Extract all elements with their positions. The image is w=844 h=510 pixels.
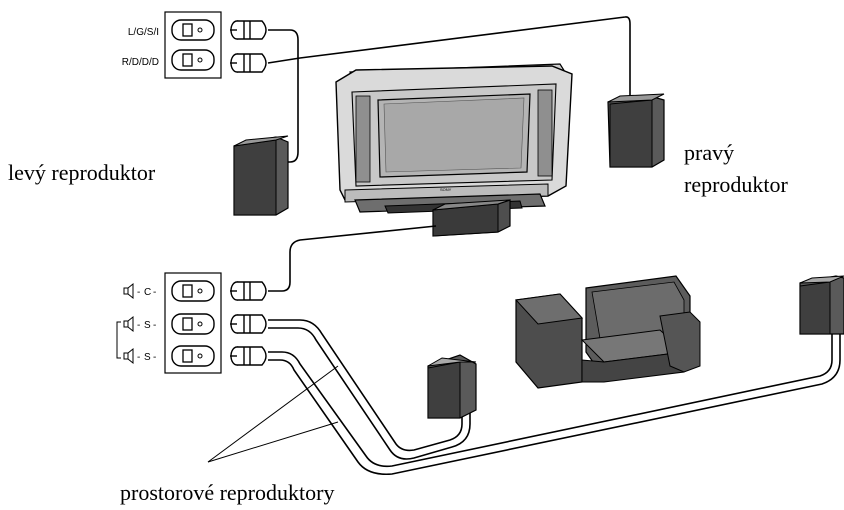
right-speaker-label-line2: reproduktor <box>684 172 789 197</box>
bottom-cables <box>268 225 841 476</box>
left-speaker <box>233 135 289 216</box>
plug-surround-2 <box>230 346 267 366</box>
jack-right <box>171 49 215 71</box>
jack-label-right: R/D/D/D <box>122 57 159 68</box>
surround-speakers-label: prostorové reproduktory <box>120 480 334 505</box>
right-speaker-label-line1: pravý <box>684 140 734 165</box>
pointer-lines <box>207 365 339 463</box>
surround-speaker-2 <box>799 275 844 335</box>
dash-label: - <box>137 287 140 298</box>
dash-label: - <box>137 352 140 363</box>
jack-surround-2 <box>171 345 215 367</box>
dash-label: - <box>153 320 156 331</box>
top-cables <box>267 16 631 163</box>
tv: SONY <box>335 63 573 214</box>
plug-surround-1 <box>230 314 267 334</box>
plug-left <box>230 20 267 40</box>
dash-label: - <box>153 287 156 298</box>
speaker-icon <box>123 347 134 365</box>
left-speaker-label: levý reproduktor <box>8 160 156 185</box>
jack-left <box>171 19 215 41</box>
plug-right <box>230 53 267 73</box>
jack-label-left: L/G/S/I <box>128 27 159 38</box>
top-jack-panel: L/G/S/I R/D/D/D <box>122 11 222 79</box>
jack-center <box>171 280 215 302</box>
jack-surround-1 <box>171 313 215 335</box>
surround-speaker-1 <box>427 354 477 419</box>
plug-center <box>230 281 267 301</box>
bottom-jack-labels: - C - - S - - S - <box>116 282 156 365</box>
jack-label-surround-2: S <box>144 352 151 363</box>
right-speaker <box>607 93 665 168</box>
speaker-icon <box>123 282 134 300</box>
armchair <box>514 275 701 389</box>
dash-label: - <box>153 352 156 363</box>
dash-label: - <box>137 320 140 331</box>
jack-label-center: C <box>144 287 151 298</box>
tv-brand-logo: SONY <box>440 187 452 192</box>
bottom-jack-panel <box>164 272 222 374</box>
speaker-icon <box>123 315 134 333</box>
jack-label-surround-1: S <box>144 320 151 331</box>
center-speaker <box>432 199 511 237</box>
